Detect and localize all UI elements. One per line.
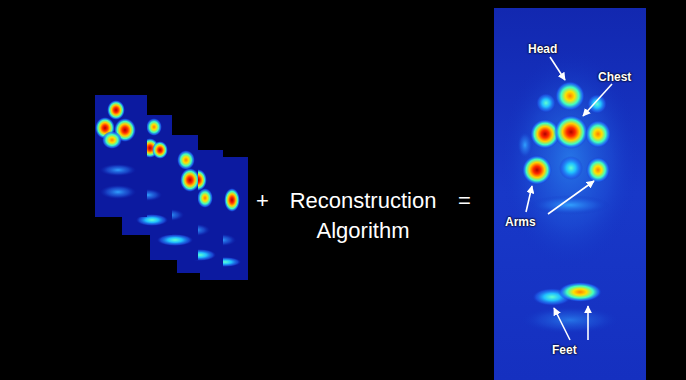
- operator: =: [458, 186, 471, 216]
- part-label: Arms: [505, 215, 536, 229]
- leader-arrow: [548, 181, 594, 214]
- frame: [95, 95, 147, 217]
- leader-arrow: [587, 306, 589, 340]
- part-label: Chest: [598, 70, 631, 84]
- step-label: Reconstruction Algorithm: [283, 186, 443, 246]
- leader-arrow: [526, 186, 532, 212]
- leader-arrow: [550, 57, 565, 80]
- leader-arrow: [526, 57, 612, 340]
- leader-arrow: [554, 308, 570, 340]
- part-label: Head: [528, 42, 557, 56]
- operator: +: [256, 186, 269, 216]
- part-label: Feet: [552, 343, 577, 357]
- reconstruction-image: [494, 8, 646, 380]
- leader-arrow: [583, 84, 612, 116]
